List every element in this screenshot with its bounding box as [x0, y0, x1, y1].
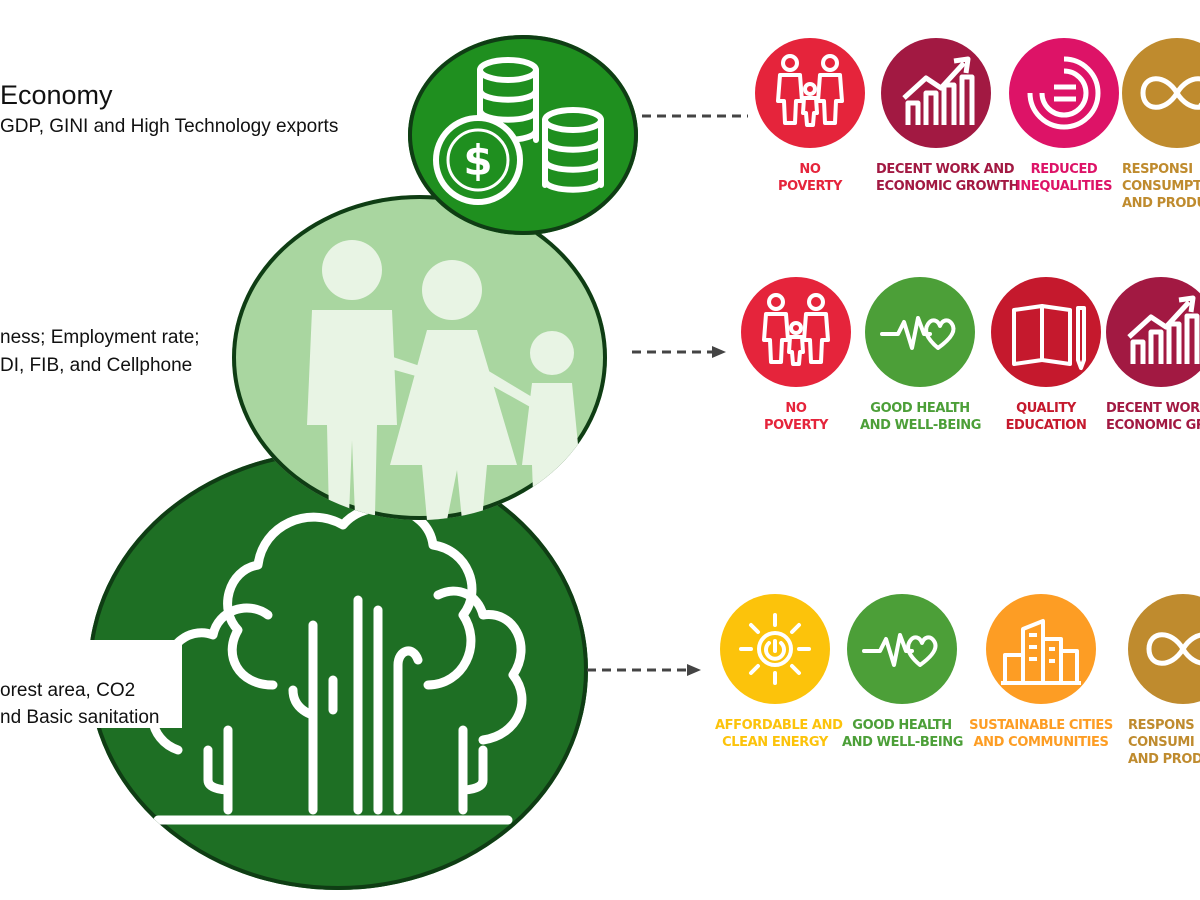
sdg-icon-disc	[755, 38, 865, 148]
city-buildings-icon	[1001, 619, 1081, 685]
sdg-icon-disc	[720, 594, 830, 704]
book-pencil-icon	[1012, 304, 1086, 370]
sdg-icon-disc	[847, 594, 957, 704]
sdg-icon-disc	[986, 594, 1096, 704]
family-icon	[307, 240, 580, 520]
sdg-icon-disc	[881, 38, 991, 148]
sdg-icon-disc	[1122, 38, 1200, 148]
environment-indicators-line-2: nd Basic sanitation	[0, 707, 160, 728]
arrow-environment-to-sdgs	[587, 664, 701, 676]
economy-indicators: GDP, GINI and High Technology exports	[0, 116, 339, 137]
sdg-icon-disc	[1128, 594, 1200, 704]
sdg-icon-disc	[741, 277, 851, 387]
sdg-icon-disc	[1106, 277, 1200, 387]
heartbeat-icon	[880, 316, 956, 350]
sdg-icon-disc	[865, 277, 975, 387]
coins-dollar-icon: $	[433, 57, 604, 205]
sdg-icon-disc	[1009, 38, 1119, 148]
sdg-icon-disc	[991, 277, 1101, 387]
sdg-card: DECENT WORK AECONOMIC GROW	[1106, 277, 1200, 435]
arrow-society-to-sdgs	[632, 346, 726, 358]
environment-indicators-line-1: orest area, CO2	[0, 680, 136, 701]
economy-circle: $	[408, 35, 638, 235]
sdg-label: DECENT WORK AECONOMIC GROW	[1106, 401, 1200, 433]
equality-icon	[1027, 56, 1101, 130]
society-indicators-line-1: ness; Employment rate;	[0, 327, 200, 348]
sun-power-icon	[739, 613, 811, 685]
infinity-arrow-icon	[1146, 632, 1200, 666]
svg-text:$: $	[463, 136, 492, 185]
arrow-economy-to-sdgs	[642, 114, 748, 118]
economy-title: Economy	[0, 80, 113, 110]
heartbeat-icon	[862, 633, 938, 667]
family-icon	[776, 54, 844, 127]
society-circle	[232, 195, 607, 520]
family-icon	[762, 293, 830, 366]
infinity-arrow-icon	[1140, 76, 1200, 110]
society-indicators-line-2: DI, FIB, and Cellphone	[0, 355, 193, 376]
environment-label-box	[0, 640, 182, 728]
growth-chart-icon	[1127, 295, 1200, 364]
growth-chart-icon	[902, 56, 975, 125]
